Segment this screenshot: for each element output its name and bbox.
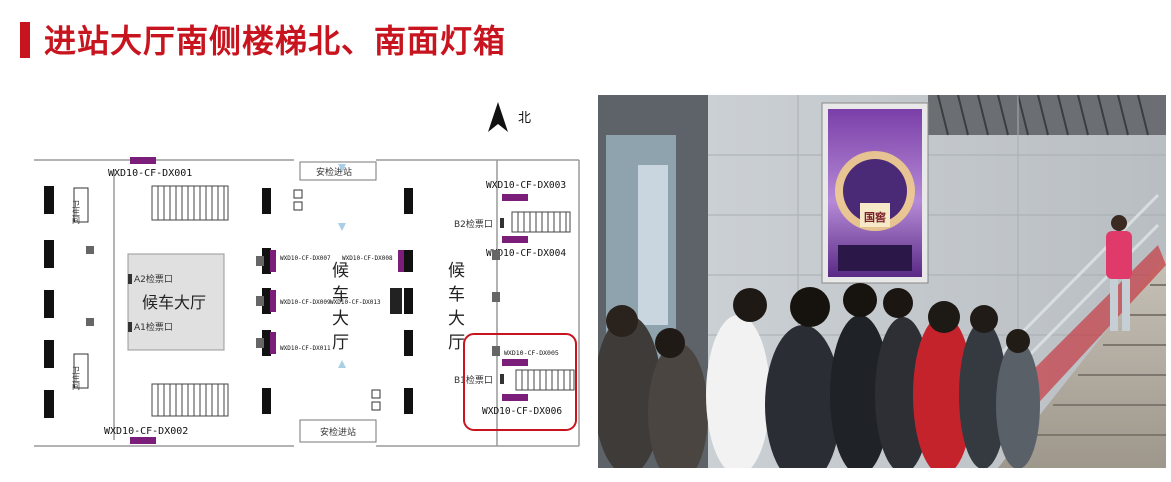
north-label: 北 [518, 111, 531, 126]
svg-text:厅: 厅 [448, 333, 465, 353]
sign-dx006-marker [502, 394, 528, 401]
column [492, 346, 500, 356]
svg-text:A2检票口: A2检票口 [134, 273, 173, 285]
svg-text:候: 候 [448, 261, 465, 281]
pillars-center [262, 188, 413, 414]
svg-text:卫生间: 卫生间 [72, 366, 81, 391]
sign-dx011-label: WXD10-CF-DX011 [280, 345, 331, 352]
gate-a2: A2检票口 [128, 273, 173, 285]
sign-dx003-label: WXD10-CF-DX003 [486, 180, 566, 191]
stairs-bottom-left [151, 383, 229, 417]
svg-text:候车大厅: 候车大厅 [142, 293, 206, 312]
page-title: 进站大厅南侧楼梯北、南面灯箱 [44, 22, 507, 60]
sign-dx009-label: WXD10-CF-DX009 [280, 299, 331, 306]
sign-dx007-label: WXD10-CF-DX007 [280, 255, 331, 262]
column [492, 292, 500, 302]
columns-center-grey [256, 256, 264, 348]
gate-a1: A1检票口 [128, 321, 173, 333]
sign-dx004-label: WXD10-CF-DX004 [486, 248, 566, 259]
svg-text:大: 大 [332, 309, 349, 329]
pillars-left [44, 186, 54, 418]
svg-text:安检进站: 安检进站 [316, 166, 352, 178]
sign-dx002-label: WXD10-CF-DX002 [104, 426, 188, 437]
sign-dx006-label: WXD10-CF-DX006 [482, 406, 562, 417]
svg-text:B1检票口: B1检票口 [454, 374, 493, 386]
stairs-top-left [151, 185, 229, 221]
waiting-hall-center: 候 车 大 厅 [332, 261, 349, 353]
entry-arrow-icon [338, 223, 346, 231]
lightbox-text: 国窖 [864, 210, 886, 224]
sign-dx004-marker [502, 236, 528, 243]
waiting-hall-right: 候 车 大 厅 [448, 261, 465, 353]
svg-text:车: 车 [332, 285, 349, 305]
gate-b2: B2检票口 [454, 218, 504, 230]
sign-dx013-label: WXD10-CF-DX013 [330, 299, 381, 306]
stairs-right-lower [515, 369, 575, 391]
svg-text:厅: 厅 [332, 333, 349, 353]
svg-text:大: 大 [448, 309, 465, 329]
station-photo: 国窖 [598, 95, 1166, 468]
person-pink [1106, 215, 1132, 331]
stairs-right-upper [511, 211, 571, 233]
waiting-hall-left: 候车大厅 [127, 253, 225, 351]
toilet-bottom: 卫生间 [72, 353, 89, 391]
sign-dx008-label: WXD10-CF-DX008 [342, 255, 393, 262]
columns-center [293, 189, 381, 411]
lightbox-ad: 国窖 [821, 102, 929, 284]
north-arrow-icon [488, 102, 508, 132]
pillar [404, 250, 413, 272]
svg-text:A1检票口: A1检票口 [134, 321, 173, 333]
svg-text:车: 车 [448, 285, 465, 305]
sign-dx002-marker [130, 437, 156, 444]
sign-dx001-marker [130, 157, 156, 164]
svg-text:卫生间: 卫生间 [72, 200, 81, 225]
sign-dx001-label: WXD10-CF-DX001 [108, 168, 192, 179]
svg-text:安检进站: 安检进站 [320, 426, 356, 438]
floor-plan: 北 安检进站 安检进站 卫生间 卫生间 [24, 90, 584, 462]
security-entrance-bottom: 安检进站 [299, 419, 377, 443]
svg-text:候: 候 [332, 261, 349, 281]
security-entrance-top: 安检进站 [299, 161, 377, 181]
sign-dx005-marker [502, 359, 528, 366]
svg-text:B2检票口: B2检票口 [454, 218, 493, 230]
sign-dx005-label: WXD10-CF-DX005 [504, 349, 559, 357]
crowd [598, 283, 1040, 468]
sign-dx003-marker [502, 194, 528, 201]
entry-arrow-icon [338, 164, 346, 172]
columns-left [86, 246, 94, 326]
column [492, 250, 500, 260]
sign-dx013-box [390, 288, 402, 314]
center-sign-markers [270, 250, 404, 354]
toilet-top: 卫生间 [72, 187, 89, 225]
title-accent-bar [20, 22, 30, 58]
highlight-box [463, 333, 577, 431]
ceiling [928, 95, 1166, 136]
entry-arrow-icon [338, 360, 346, 368]
